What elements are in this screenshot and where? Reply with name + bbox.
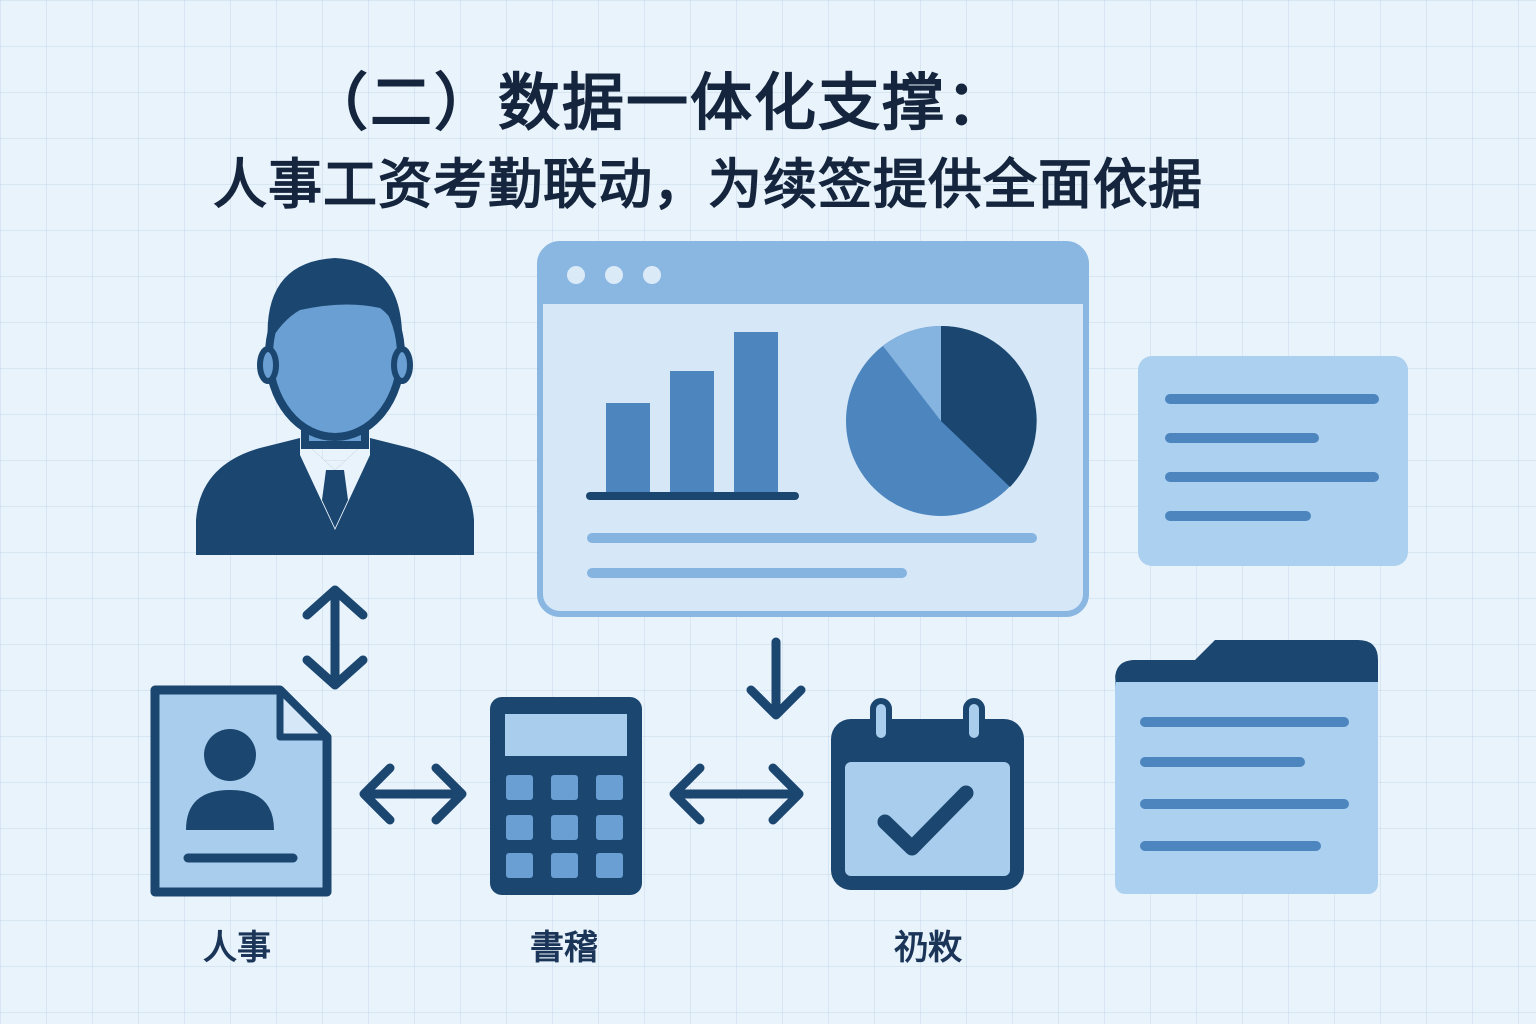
- bidirectional-arrow-vertical: [302, 585, 368, 690]
- text-card-icon: [1138, 356, 1408, 566]
- dashboard-window-icon: [537, 241, 1089, 617]
- down-arrow: [746, 637, 806, 720]
- hr-profile-document-icon: [150, 685, 332, 897]
- bar-chart-icon: [586, 332, 799, 500]
- hr-label: 人事: [203, 928, 271, 968]
- payroll-label: 書稽: [530, 928, 598, 968]
- page-title: （二）数据一体化支撑：: [305, 66, 1010, 139]
- folder-icon: [1115, 640, 1378, 894]
- attendance-label: 礽敉: [894, 928, 962, 968]
- employee-icon: [196, 258, 474, 555]
- calendar-check-icon: [831, 698, 1024, 890]
- page-subtitle: 人事工资考勤联动，为续签提供全面依据: [213, 153, 1203, 216]
- bidirectional-arrow-right: [669, 763, 804, 825]
- bidirectional-arrow-left: [359, 763, 467, 825]
- pie-chart-icon: [846, 325, 1037, 516]
- calculator-icon: [490, 697, 642, 895]
